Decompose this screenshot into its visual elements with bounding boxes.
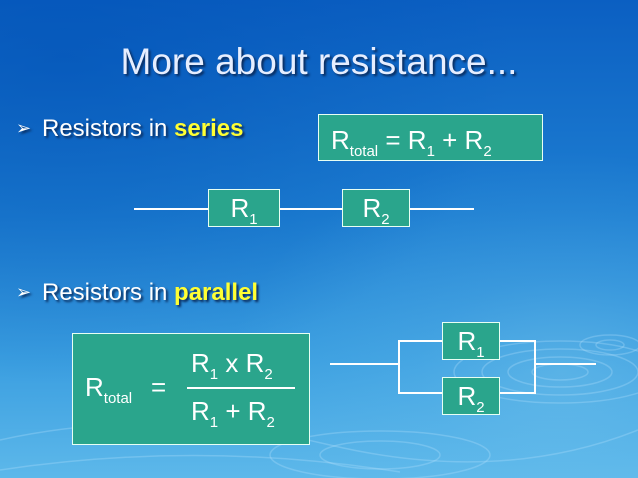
- series-circuit-wire: [134, 208, 474, 210]
- series-resistor-r2-symbol: R: [362, 193, 382, 223]
- series-resistor-r2-subscript: 2: [381, 211, 390, 228]
- parallel-formula-equals: =: [151, 372, 167, 402]
- series-resistor-r1-symbol: R: [230, 193, 250, 223]
- series-formula-r1-symbol: R: [407, 125, 427, 155]
- parallel-formula-num-r2-symbol: R: [245, 348, 265, 378]
- series-formula-r2-symbol: R: [464, 125, 484, 155]
- parallel-resistor-r1-symbol: R: [457, 326, 477, 356]
- bullet-series: ➢ Resistors in series: [16, 114, 243, 143]
- parallel-formula-num-r1-symbol: R: [191, 348, 210, 378]
- parallel-formula-lhs-symbol: R: [85, 372, 104, 402]
- bullet-series-prefix: Resistors in: [42, 115, 175, 142]
- parallel-formula-denominator: R1 + R2: [191, 396, 275, 430]
- series-resistor-r1-subscript: 1: [249, 211, 258, 228]
- parallel-formula-num-r1-subscript: 1: [209, 366, 219, 383]
- parallel-resistor-r2-subscript: 2: [476, 399, 485, 416]
- parallel-circuit-node-left: [398, 340, 400, 394]
- parallel-formula-den-r2-subscript: 2: [266, 414, 275, 431]
- series-formula-plus: +: [434, 125, 465, 155]
- bullet-parallel-prefix: Resistors in: [42, 279, 175, 306]
- parallel-circuit-lead-right: [534, 363, 596, 365]
- parallel-resistor-r2: R2: [442, 377, 500, 415]
- series-resistor-r2: R2: [342, 189, 410, 227]
- parallel-formula-den-r2-symbol: R: [247, 396, 267, 426]
- series-formula-r1-subscript: 1: [426, 143, 435, 160]
- parallel-formula-den-r1-symbol: R: [191, 396, 210, 426]
- bullet-parallel-highlight: parallel: [174, 279, 259, 306]
- parallel-formula-lhs: Rtotal: [85, 372, 132, 406]
- slide-title: More about resistance...: [120, 41, 518, 82]
- arrowhead-bullet-icon: ➢: [16, 282, 32, 302]
- parallel-formula-fraction-bar: [187, 387, 295, 389]
- parallel-formula-plus: +: [218, 396, 248, 426]
- parallel-resistor-r1: R1: [442, 322, 500, 360]
- parallel-circuit-lead-left: [330, 363, 400, 365]
- series-formula-equals: =: [378, 125, 408, 155]
- parallel-resistor-r2-symbol: R: [457, 381, 477, 411]
- series-formula-box: Rtotal = R1 + R2: [318, 114, 543, 161]
- parallel-formula-times: x: [218, 348, 246, 378]
- parallel-formula-den-r1-subscript: 1: [209, 414, 219, 431]
- parallel-formula-box: Rtotal = R1 x R2 R1 + R2: [72, 333, 310, 445]
- parallel-formula-lhs-subscript: total: [103, 390, 133, 407]
- series-resistor-r1: R1: [208, 189, 280, 227]
- parallel-formula-num-r2-subscript: 2: [264, 366, 273, 383]
- bullet-parallel: ➢ Resistors in parallel: [16, 278, 258, 307]
- bullet-series-highlight: series: [174, 115, 244, 142]
- arrowhead-bullet-icon: ➢: [16, 118, 32, 138]
- series-formula-r2-subscript: 2: [483, 143, 492, 160]
- parallel-resistor-r1-subscript: 1: [476, 344, 485, 361]
- series-formula-lhs-symbol: R: [331, 125, 350, 155]
- parallel-circuit-node-right: [534, 340, 536, 394]
- parallel-formula-numerator: R1 x R2: [191, 348, 273, 382]
- series-formula-lhs-subscript: total: [349, 143, 379, 160]
